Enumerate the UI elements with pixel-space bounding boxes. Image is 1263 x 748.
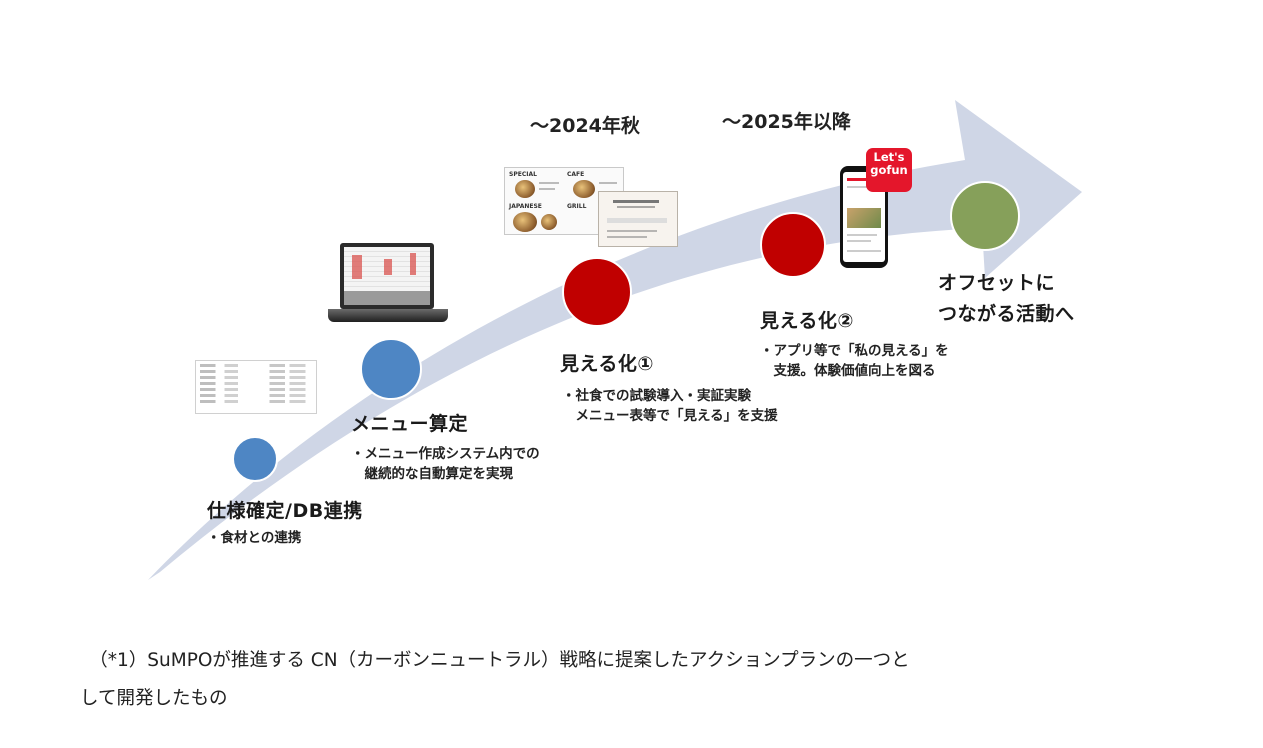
footnote-line-1: （*1）SuMPOが推進する CN（カーボンニュートラル）戦略に提案したアクショ… [80, 650, 910, 671]
menu-slip-image [598, 191, 678, 247]
period-label-2024-autumn: ～2024年秋 [530, 115, 640, 137]
stage-2-marker [360, 338, 422, 400]
app-logo: Let's gofun [866, 148, 912, 192]
stage-3-note: ・社食での試験導入・実証実験 メニュー表等で「見える」を支援 [562, 386, 778, 426]
stage-3-marker [562, 257, 632, 327]
stage-3-title: 見える化① [560, 353, 655, 375]
stage-1-marker [232, 436, 278, 482]
footnote: （*1）SuMPOが推進する CN（カーボンニュートラル）戦略に提案したアクショ… [80, 642, 910, 718]
laptop-base [328, 309, 448, 322]
stage-3-note-line: メニュー表等で「見える」を支援 [562, 408, 778, 424]
stage-2-note: ・メニュー作成システム内での 継続的な自動算定を実現 [351, 444, 540, 484]
stage-4-note-line: 支援。体験価値向上を図る [760, 363, 936, 379]
stage-1-note-line: ・食材との連携 [207, 530, 302, 546]
spec-sheet-thumbnail [195, 360, 317, 414]
footnote-line-2: して開発したもの [80, 688, 228, 709]
stage-4-note: ・アプリ等で「私の見える」を 支援。体験価値向上を図る [760, 341, 949, 381]
app-logo-line2: gofun [870, 163, 908, 177]
period-label-2025-onward: ～2025年以降 [722, 111, 851, 133]
stage-5-title-line: オフセットに [938, 272, 1056, 294]
stage-5-title: オフセットに つながる活動へ [938, 268, 1075, 330]
stage-2-title: メニュー算定 [351, 413, 469, 435]
stage-1-title: 仕様確定/DB連携 [207, 500, 363, 522]
stage-4-marker [760, 212, 826, 278]
stage-4-title: 見える化② [760, 310, 855, 332]
stage-5-title-line: つながる活動へ [938, 303, 1075, 325]
stage-2-note-line: ・メニュー作成システム内での [351, 446, 540, 462]
stage-4-note-line: ・アプリ等で「私の見える」を [760, 343, 949, 359]
stage-3-note-line: ・社食での試験導入・実証実験 [562, 388, 751, 404]
stage-5-marker [950, 181, 1020, 251]
app-logo-line1: Let's [873, 150, 905, 164]
stage-1-note: ・食材との連携 [207, 528, 301, 548]
smartphone-icon [840, 166, 888, 268]
laptop-icon [340, 243, 434, 309]
stage-2-note-line: 継続的な自動算定を実現 [351, 466, 513, 482]
